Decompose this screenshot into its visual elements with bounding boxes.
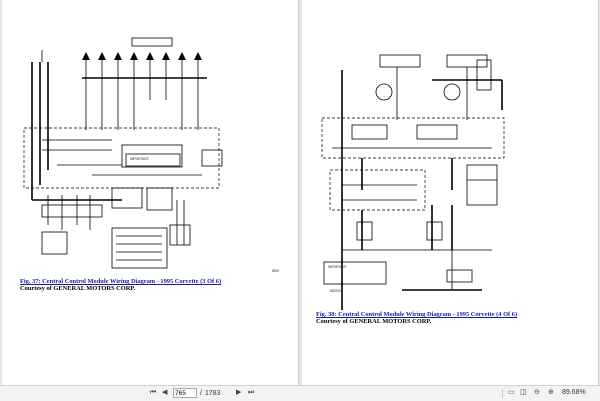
svg-text:8920: 8920 [272,269,279,273]
figure-caption-left: Fig. 37: Central Control Module Wiring D… [20,278,221,293]
total-pages: 1783 [204,389,221,397]
previous-page-icon[interactable]: ◀ [162,389,168,396]
last-page-icon[interactable]: ⏭ [248,389,255,396]
zoom-out-icon[interactable]: ⊖ [534,389,540,396]
figure-credit-left: Courtesy of GENERAL MOTORS CORP. [20,285,136,293]
module-internal-lines [42,139,223,176]
two-page-icon[interactable]: ◫ [520,389,527,396]
page-number-input[interactable] [173,388,197,398]
fit-page-icon[interactable]: ▭ [508,389,515,396]
lower-harness [32,187,191,269]
first-page-icon[interactable]: ⏮ [150,389,157,396]
toolbar-divider [502,389,503,398]
figure-caption-right: Fig. 38: Central Control Module Wiring D… [316,311,517,326]
important-note-box-right [323,261,387,285]
figure-title-left[interactable]: Fig. 37: Central Control Module Wiring D… [20,278,222,285]
important-note-title: IMPORTANT: [130,157,149,161]
page-separator: / [200,389,202,397]
svg-text:892000: 892000 [330,289,341,293]
wiring-diagram-right: IMPORTANT 892000 [321,54,505,310]
vertical-wires [82,60,207,130]
viewer-toolbar: ⏮ ◀ / 1783 ▶ ⏭ ▭ ◫ ⊖ ⊕ 89.68% [0,385,600,401]
wiring-diagram-left: IMPORTANT: 8920 [23,37,279,273]
lower-module-outline [329,169,426,211]
module-outline-right [321,117,505,159]
module-internal-right [332,124,492,190]
page-navigator: / 1783 [173,388,221,398]
lower-circuit-right [342,164,498,291]
top-connector-arrows [31,37,202,200]
upper-relay-section [341,54,503,310]
figure-title-right[interactable]: Fig. 38: Central Control Module Wiring D… [316,311,518,318]
next-page-icon[interactable]: ▶ [236,389,242,396]
zoom-in-icon[interactable]: ⊕ [548,389,554,396]
important-note-box [125,153,181,167]
document-page-left: IMPORTANT: 8920 Fig. 37: Central Control… [2,0,299,385]
figure-credit-right: Courtesy of GENERAL MOTORS CORP. [316,318,432,326]
document-page-right: IMPORTANT 892000 Fig. 38: Central Contro… [302,0,599,385]
zoom-level[interactable]: 89.68% [562,389,586,396]
important-note-title-right: IMPORTANT [328,265,347,269]
module-outline [23,127,220,189]
